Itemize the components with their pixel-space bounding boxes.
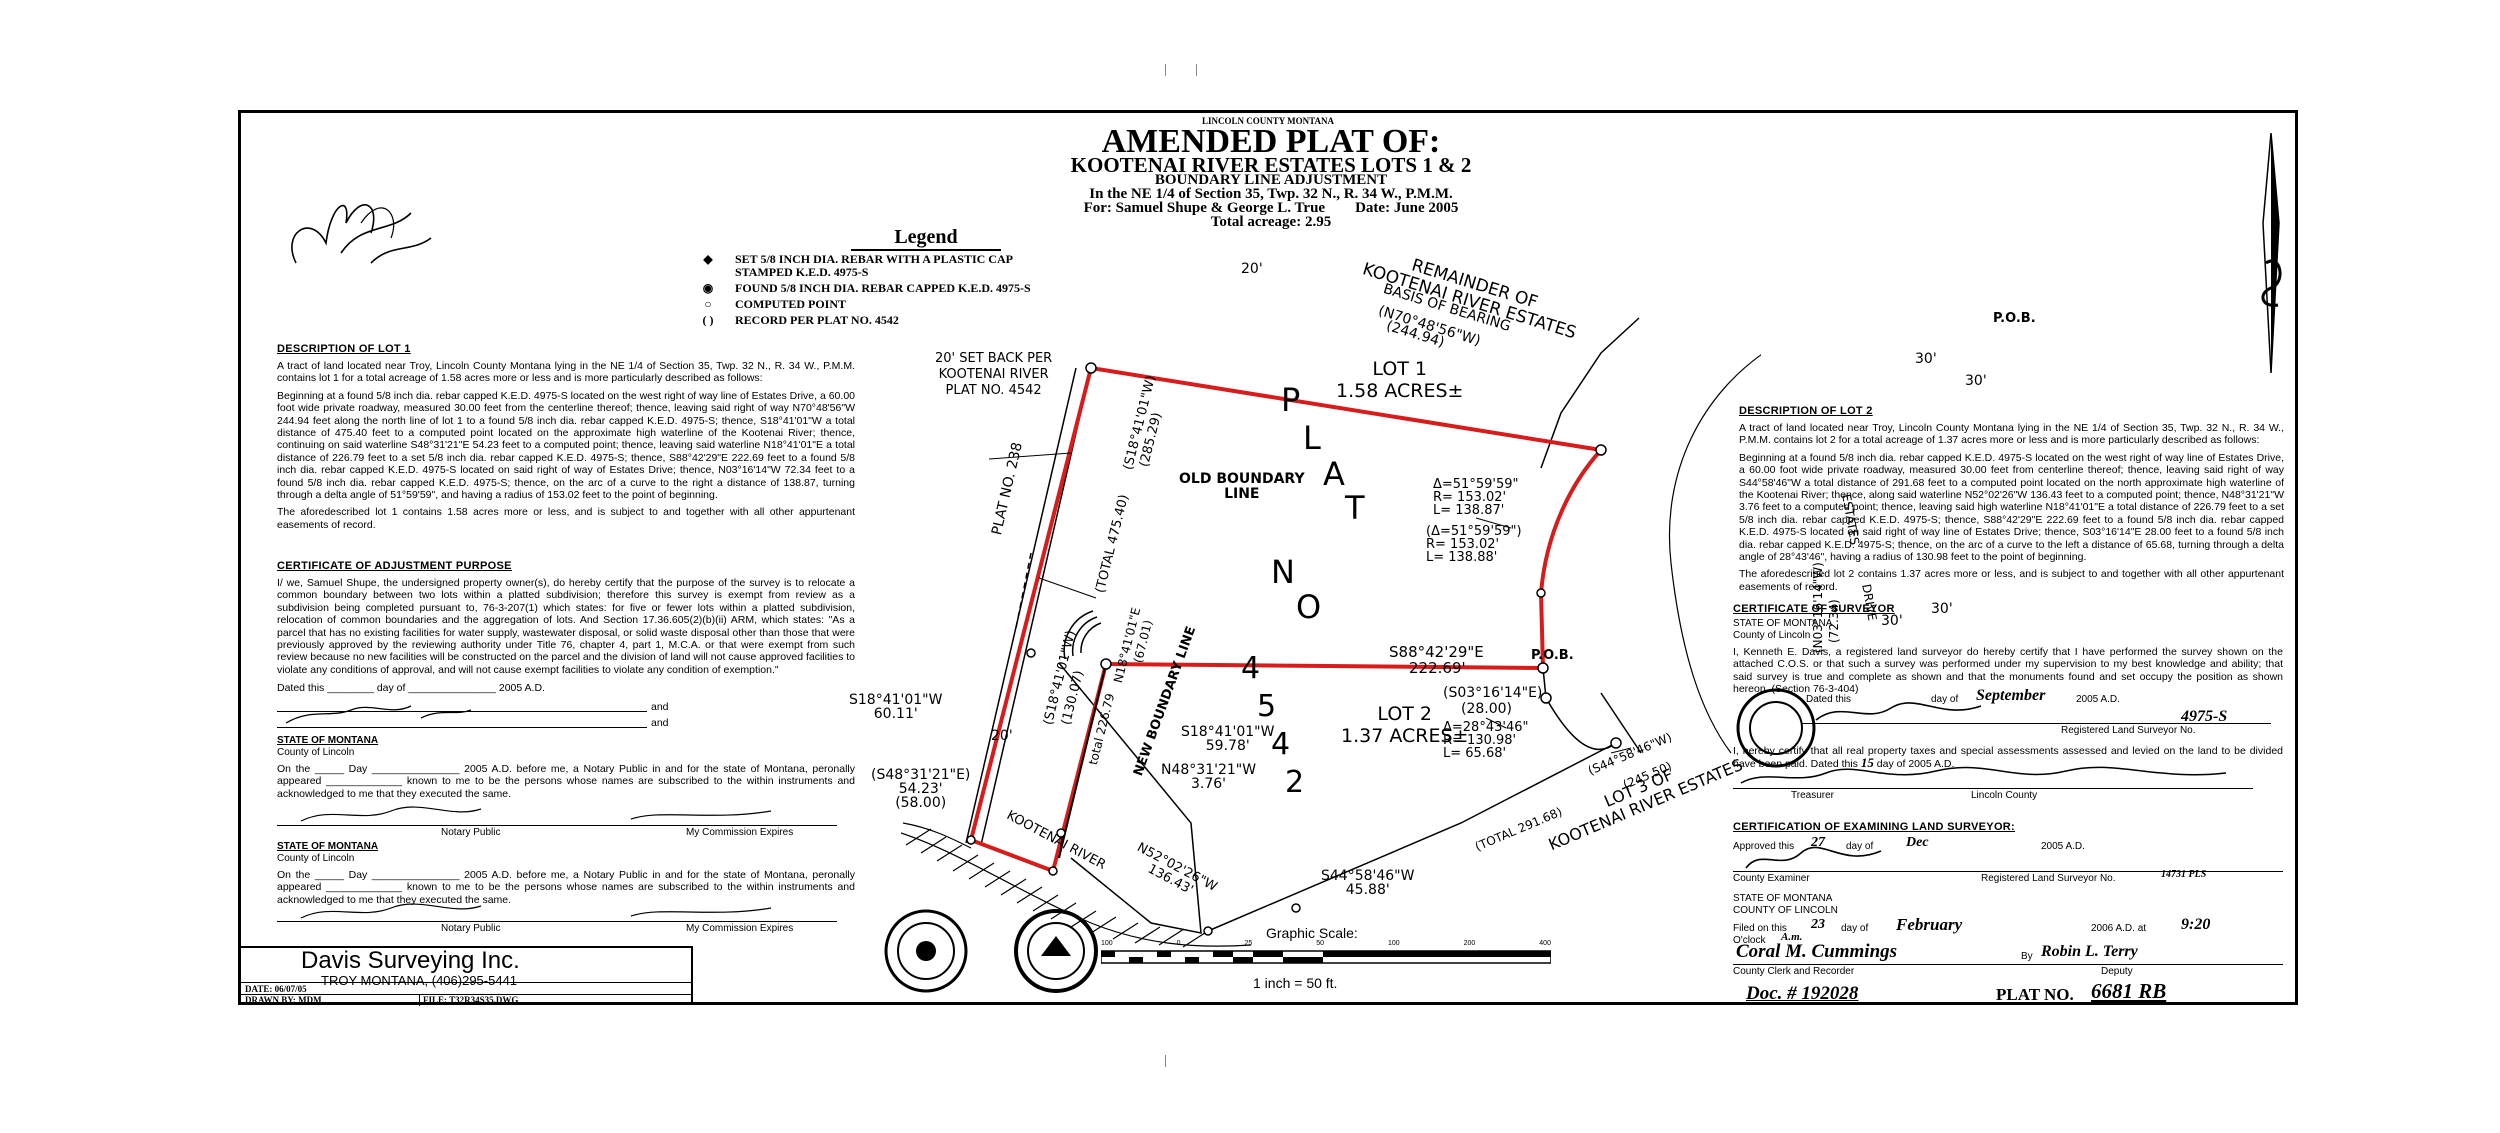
owner-signature-scribble: [291, 204, 432, 264]
estates-drive-edge: [1668, 354, 1761, 754]
lot-boundary: [968, 366, 1603, 874]
title-block: Davis Surveying Inc. TROY MONTANA, (406)…: [241, 946, 693, 1006]
plat-location: In the NE 1/4 of Section 35, Twp. 32 N.,…: [1089, 186, 1453, 202]
notary-block-2: STATE OF MONTANA County of Lincoln On th…: [277, 841, 855, 906]
lot2-label: LOT 2 1.37 ACRES±: [1341, 703, 1469, 747]
new-boundary-line: [1058, 663, 1107, 859]
plat-subtitle: KOOTENAI RIVER ESTATES LOTS 1 & 2: [1070, 153, 1472, 177]
company-address: TROY MONTANA, (406)295-5441: [321, 973, 518, 988]
lot1-north-line: [1090, 366, 1602, 452]
surveyor-signature: [1815, 702, 1982, 721]
plat-title: AMENDED PLAT OF:: [1101, 123, 1441, 160]
lot2-south-line: [1207, 742, 1617, 932]
adjustment-certificate: CERTIFICATE OF ADJUSTMENT PURPOSE I/ we,…: [277, 560, 855, 695]
lot2-description: DESCRIPTION OF LOT 2 A tract of land loc…: [1739, 405, 2284, 593]
scale-title: Graphic Scale:: [1266, 925, 1358, 941]
curve2-data: Δ=28°43'46" R= 130.98' L= 65.68': [1443, 720, 1529, 761]
right-of-way: [1540, 317, 1640, 469]
examiner-signature: [1745, 846, 1882, 869]
record-icon: ( ): [702, 313, 714, 327]
legend: Legend: [811, 226, 1041, 255]
treasurer-signature: [1740, 766, 2227, 784]
notary-signature-2: [300, 903, 772, 919]
tax-certificate: I, hereby certify that all real property…: [1733, 745, 2283, 771]
legend-item: ◆SET 5/8 INCH DIA. REBAR WITH A PLASTIC …: [701, 253, 1031, 279]
county-seal-icon: [1014, 909, 1098, 993]
document-number: Doc. # 192028: [1746, 983, 1859, 1004]
lot1-label: LOT 1 1.58 ACRES±: [1336, 358, 1464, 402]
plat-number: 6681 RB: [2091, 979, 2167, 1003]
curve1-record: (Δ=51°59'59") R= 153.02' L= 138.88': [1426, 524, 1522, 565]
notary-signature-1: [300, 806, 772, 822]
old-boundary-line: [1015, 552, 1032, 629]
scale-note: 1 inch = 50 ft.: [1253, 975, 1338, 991]
filing-record: STATE OF MONTANA COUNTY OF LINCOLN: [1733, 893, 1838, 916]
lot1-east-curve: [1538, 448, 1603, 669]
county-label: LINCOLN COUNTY MONTANA: [1201, 116, 1334, 126]
computed-point-icon: ○: [704, 297, 712, 311]
notary-block-1: STATE OF MONTANA County of Lincoln On th…: [277, 735, 855, 800]
examining-certificate: CERTIFICATION OF EXAMINING LAND SURVEYOR…: [1733, 821, 2016, 833]
new-common-line: [1105, 662, 1544, 670]
legend-title: Legend: [851, 226, 1001, 251]
plat-acreage: Total acreage: 2.95: [1210, 214, 1332, 230]
river-bank-hatch: [901, 822, 1252, 948]
old-boundary-label: OLD BOUNDARY LINE: [1179, 471, 1305, 502]
lot1-heading: DESCRIPTION OF LOT 1: [277, 343, 411, 355]
legend-item: ○COMPUTED POINT: [701, 298, 1031, 311]
plat-owner-date: For: Samuel Shupe & George L. True Date:…: [1083, 200, 1459, 216]
company-name: Davis Surveying Inc.: [301, 947, 520, 974]
pob-north: P.O.B.: [1993, 311, 2036, 326]
surveyor-seal-icon: [884, 909, 968, 993]
plat-map: [901, 317, 1761, 948]
legend-item: ◉FOUND 5/8 INCH DIA. REBAR CAPPED K.E.D.…: [702, 281, 1031, 295]
clerk-signature: Coral M. Cummings: [1736, 941, 1898, 962]
graphic-scale: 100 0 25 50 100 200 400: [1101, 940, 1551, 965]
pob-south: P.O.B.: [1531, 648, 1574, 663]
plat-adjustment: BOUNDARY LINE ADJUSTMENT: [1154, 172, 1388, 188]
rebar-set-icon: ◆: [703, 252, 713, 266]
setback-label: 20' SET BACK PER KOOTENAI RIVER PLAT NO.…: [935, 351, 1053, 398]
plat-sheet: LINCOLN COUNTY MONTANA AMENDED PLAT OF: …: [238, 110, 2298, 1006]
north-arrow-icon: [2261, 133, 2282, 374]
lot1-description: DESCRIPTION OF LOT 1 A tract of land loc…: [277, 343, 855, 531]
legend-item: ( )RECORD PER PLAT NO. 4542: [702, 313, 899, 327]
lot1-west-line: [968, 367, 1108, 874]
rebar-found-icon: ◉: [702, 281, 714, 295]
legend-list: ◆SET 5/8 INCH DIA. REBAR WITH A PLASTIC …: [701, 253, 1031, 327]
curve1-data: Δ=51°59'59" R= 153.02' L= 138.87': [1433, 477, 1519, 518]
deputy-signature: Robin L. Terry: [2041, 943, 2138, 960]
registered-surveyor-stamp-icon: [1736, 688, 1816, 768]
owner-signature: [285, 705, 472, 724]
